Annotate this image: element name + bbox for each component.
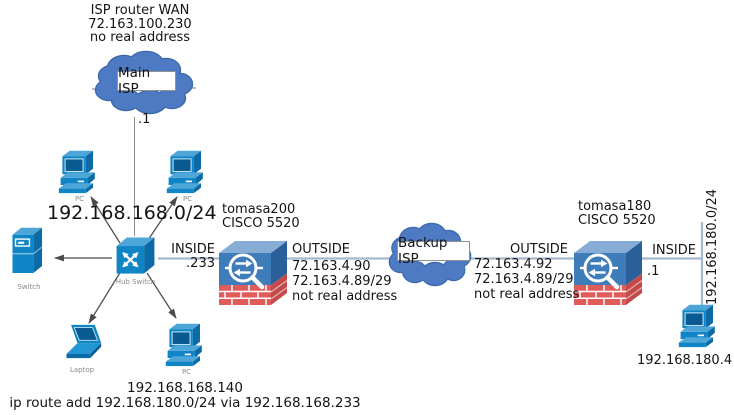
wan-interface-label: .1 bbox=[138, 112, 151, 127]
server-tower-icon bbox=[12, 227, 43, 273]
inside-address-left: .233 bbox=[186, 256, 215, 271]
firewall-left-hostname-block: tomasa200 CISCO 5520 bbox=[222, 203, 300, 231]
outside-label-right: OUTSIDE bbox=[510, 242, 568, 257]
pc-icon bbox=[58, 150, 95, 194]
isp-wan-note-line1: ISP router WAN bbox=[90, 3, 190, 18]
backup-isp-cloud: Backup ISP bbox=[388, 222, 472, 290]
arrow-hub-to-pc1 bbox=[90, 196, 121, 244]
inside-address-right: .1 bbox=[647, 264, 660, 279]
outside-label-left: OUTSIDE bbox=[292, 242, 350, 257]
firewall-icon bbox=[574, 241, 643, 305]
outside-note: not real address bbox=[474, 287, 580, 302]
server-label: Switch bbox=[17, 283, 41, 291]
pc-bottom: PC bbox=[163, 322, 210, 376]
outside-note: 72.163.4.89/29 bbox=[474, 272, 574, 287]
hub-label: Hub Switch bbox=[115, 278, 156, 286]
isp-wan-note-line3: no real address bbox=[89, 30, 191, 46]
hub-switch: Hub Switch bbox=[113, 234, 158, 286]
backup-isp-label-text: Backup ISP bbox=[398, 235, 448, 267]
firewall-right bbox=[572, 239, 644, 307]
pc-top-right: PC bbox=[164, 149, 211, 203]
outside-note: 72.163.4.92 bbox=[474, 257, 553, 272]
inside-label-right: INSIDE bbox=[652, 243, 696, 258]
outside-notes-right: 72.163.4.92 72.163.4.89/29 not real addr… bbox=[474, 257, 579, 302]
main-isp-cloud: Main ISP bbox=[94, 50, 194, 118]
firewall-model: CISCO 5520 bbox=[222, 216, 300, 231]
laptop-label: Laptop bbox=[69, 366, 95, 374]
pc-icon bbox=[165, 323, 202, 367]
arrow-hub-to-pc3 bbox=[146, 272, 177, 319]
outside-note: 72.163.4.89/29 bbox=[292, 274, 392, 289]
pc-label: PC bbox=[74, 195, 85, 203]
firewall-left bbox=[217, 239, 289, 307]
pc-right bbox=[676, 303, 723, 348]
main-isp-label: Main ISP bbox=[117, 65, 176, 97]
server-switch: Switch bbox=[9, 224, 49, 291]
main-isp-label-text: Main ISP bbox=[118, 65, 151, 97]
firewall-hostname: tomasa180 bbox=[578, 199, 652, 214]
outside-note: not real address bbox=[292, 289, 398, 304]
hub-switch-icon bbox=[116, 237, 155, 274]
outside-notes-left: 72.163.4.90 72.163.4.89/29 not real addr… bbox=[292, 259, 397, 304]
firewall-model: CISCO 5520 bbox=[578, 213, 656, 228]
pc-right-ip: 192.168.180.4 bbox=[637, 353, 733, 368]
firewall-right-hostname-block: tomasa180 CISCO 5520 bbox=[578, 200, 656, 228]
inside-label-left: INSIDE bbox=[171, 242, 215, 257]
firewall-icon bbox=[219, 241, 288, 305]
arrow-hub-to-pc2 bbox=[145, 196, 178, 244]
route-command: ip route add 192.168.180.0/24 via 192.16… bbox=[9, 394, 361, 411]
pc-label: PC bbox=[181, 368, 192, 376]
pc-top-left: PC bbox=[56, 149, 103, 203]
backup-isp-label: Backup ISP bbox=[397, 235, 470, 267]
outside-note: 72.163.4.90 bbox=[292, 259, 371, 274]
laptop: Laptop bbox=[56, 323, 108, 374]
pc-icon bbox=[678, 304, 715, 348]
network-label-168: 192.168.168.0/24 bbox=[47, 202, 217, 224]
pc-bottom-ip: 192.168.168.140 bbox=[127, 380, 243, 396]
laptop-icon bbox=[66, 324, 102, 359]
bottom-notes: 192.168.168.140 ip route add 192.168.180… bbox=[2, 381, 368, 410]
firewall-hostname: tomasa200 bbox=[222, 202, 296, 217]
isp-wan-note: ISP router WAN 72.163.100.230 no real ad… bbox=[55, 4, 225, 45]
pc-label: PC bbox=[182, 195, 193, 203]
network-label-180: 192.168.180.0/24 bbox=[705, 188, 720, 305]
isp-wan-note-line2: 72.163.100.230 bbox=[88, 16, 192, 32]
arrow-hub-to-laptop bbox=[88, 270, 122, 324]
pc-icon bbox=[166, 150, 203, 194]
